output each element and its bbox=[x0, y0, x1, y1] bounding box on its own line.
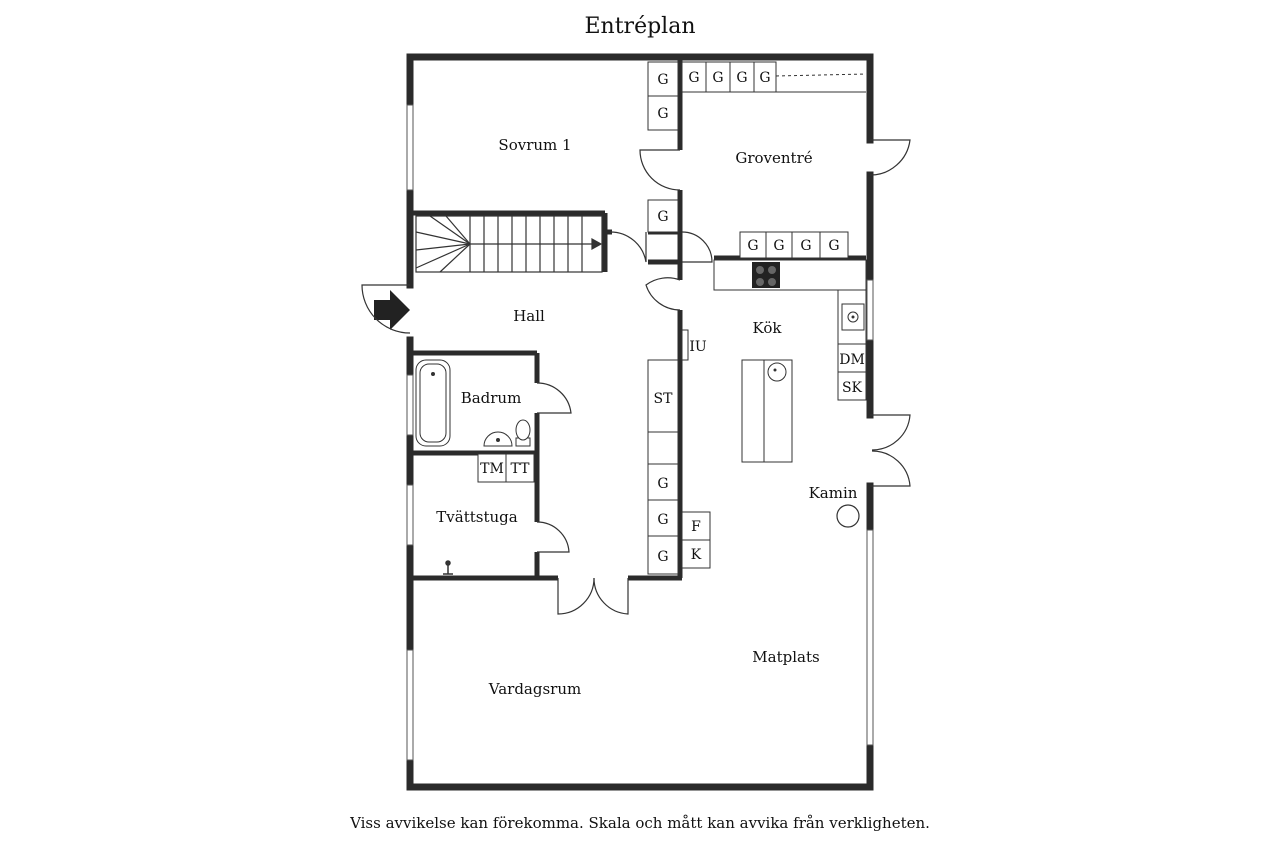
disclaimer-text: Viss avvikelse kan förekomma. Skala och … bbox=[350, 814, 930, 832]
wardrobe-label: G bbox=[773, 238, 784, 254]
wardrobes-groventre-bottom bbox=[739, 231, 849, 259]
cabinet-label: SK bbox=[842, 380, 863, 396]
entrance-arrow-icon bbox=[374, 290, 410, 330]
bathtub-icon bbox=[415, 359, 451, 447]
fireplace-icon bbox=[836, 504, 860, 528]
hall-storage bbox=[647, 359, 711, 575]
wardrobe-label: G bbox=[657, 106, 668, 122]
wardrobe-label: G bbox=[657, 72, 668, 88]
laundry-appliances bbox=[477, 453, 535, 483]
washer-label: TM bbox=[480, 461, 504, 477]
fridge-label: K bbox=[691, 547, 702, 563]
wardrobe-label: G bbox=[657, 209, 668, 225]
room-label-tvattstuga: Tvättstuga bbox=[436, 508, 517, 526]
room-label-kok: Kök bbox=[753, 319, 783, 337]
wardrobe-label: G bbox=[736, 70, 747, 86]
freezer-label: F bbox=[691, 519, 701, 535]
wardrobe-label: G bbox=[657, 512, 668, 528]
wardrobe-label: G bbox=[747, 238, 758, 254]
dryer-label: TT bbox=[511, 461, 531, 477]
island-sink-icon bbox=[767, 362, 787, 382]
room-label-kamin: Kamin bbox=[809, 484, 858, 502]
wardrobe-label: G bbox=[759, 70, 770, 86]
staircase bbox=[415, 215, 603, 273]
wardrobe-label: G bbox=[712, 70, 723, 86]
stove-icon bbox=[752, 262, 780, 288]
wardrobe-label: G bbox=[688, 70, 699, 86]
wardrobe-label: G bbox=[828, 238, 839, 254]
wardrobe-label: G bbox=[800, 238, 811, 254]
induction-label: IU bbox=[689, 339, 707, 355]
dishwasher-label: DM bbox=[839, 352, 865, 368]
plan-title: Entréplan bbox=[584, 14, 696, 39]
toilet-icon bbox=[515, 419, 531, 447]
doors bbox=[361, 139, 911, 615]
wardrobes-sovrum bbox=[647, 61, 679, 233]
room-label-sovrum: Sovrum 1 bbox=[498, 136, 571, 154]
room-label-vardagsrum: Vardagsrum bbox=[488, 680, 581, 698]
floor-drain-icon bbox=[443, 560, 453, 575]
room-label-matplats: Matplats bbox=[752, 648, 819, 666]
wardrobe-label: G bbox=[657, 549, 668, 565]
room-label-groventre: Groventré bbox=[735, 149, 812, 167]
storage-label: ST bbox=[654, 391, 674, 407]
interior-walls bbox=[413, 60, 866, 581]
sink-icon bbox=[847, 311, 859, 323]
room-label-badrum: Badrum bbox=[461, 389, 522, 407]
room-label-hall: Hall bbox=[513, 307, 545, 325]
wardrobe-label: G bbox=[657, 476, 668, 492]
washbasin-icon bbox=[483, 431, 513, 447]
windows bbox=[406, 104, 874, 761]
wardrobes-groventre-top bbox=[681, 61, 867, 93]
